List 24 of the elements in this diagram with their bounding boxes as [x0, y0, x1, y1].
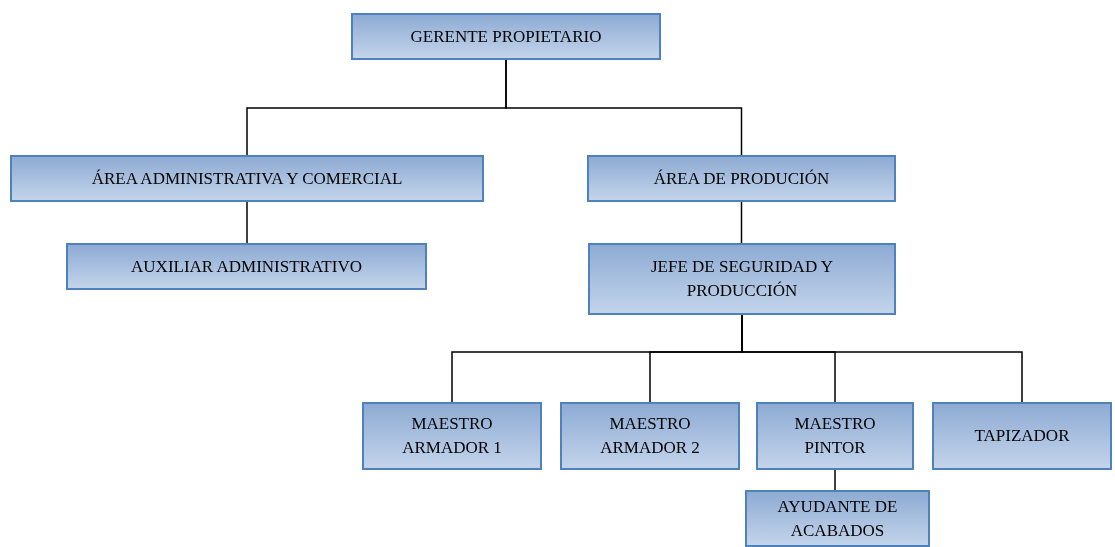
connector-line — [505, 59, 743, 156]
org-box — [351, 13, 661, 60]
box-label: MAESTRO PINTOR — [793, 413, 877, 459]
box-label: TAPIZADOR — [974, 425, 1070, 447]
box-label: ÁREA ADMINISTRATIVA Y COMERCIAL — [91, 167, 403, 190]
org-box — [932, 402, 1112, 470]
org-box — [560, 402, 740, 470]
box-label: JEFE DE SEGURIDAD Y PRODUCCIÓN — [649, 256, 835, 302]
org-box — [587, 155, 896, 202]
box-label: AYUDANTE DE ACABADOS — [776, 495, 899, 542]
org-box — [362, 402, 542, 470]
box-label: MAESTRO ARMADOR 2 — [599, 413, 701, 459]
org-box — [10, 155, 484, 202]
org-box — [756, 402, 914, 470]
org-box — [66, 243, 427, 290]
connector-line — [246, 201, 248, 244]
connector-line — [740, 201, 743, 244]
box-label: AUXILIAR ADMINISTRATIVO — [131, 255, 362, 278]
box-label: GERENTE PROPIETARIO — [410, 25, 602, 48]
org-box — [588, 243, 896, 315]
box-label: MAESTRO ARMADOR 1 — [401, 413, 503, 459]
box-label: ÁREA DE PRODUCIÓN — [653, 167, 830, 190]
connector-line — [834, 469, 836, 491]
org-box — [745, 490, 930, 547]
